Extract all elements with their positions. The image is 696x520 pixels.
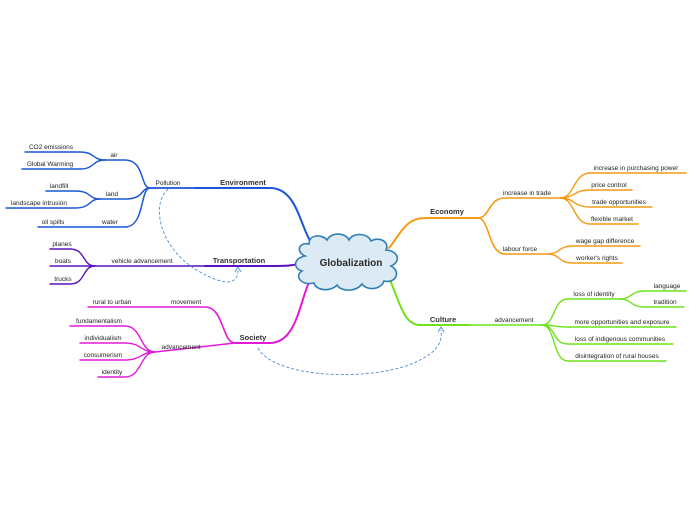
consumerism-label[interactable]: consumerism <box>84 352 123 359</box>
boats-label[interactable]: boats <box>55 258 72 265</box>
identity-connector <box>97 351 156 378</box>
transportation-label[interactable]: Transportation <box>213 256 266 265</box>
tradition-connector <box>619 298 685 308</box>
central-topic-node[interactable]: Globalization <box>294 233 399 291</box>
central-topic-label: Globalization <box>320 258 383 269</box>
flexible-market-connector <box>559 197 639 225</box>
landscape-connector <box>5 198 101 209</box>
trade-opportunities-label[interactable]: trade opportunities <box>592 199 647 206</box>
relationship-arrowhead-1 <box>234 266 242 273</box>
increase-in-trade-label[interactable]: increase in trade <box>503 190 551 197</box>
vehicle-advancement-label[interactable]: vehicle advancement <box>111 258 172 265</box>
flexible-market-label[interactable]: flexible market <box>591 216 633 223</box>
rural-to-urban-label[interactable]: rural to urban <box>93 299 132 306</box>
oil-spills-label[interactable]: oil spills <box>42 219 66 226</box>
planes-label[interactable]: planes <box>52 241 72 248</box>
purchasing-power-label[interactable]: increase in purchasing power <box>594 165 679 172</box>
pollution-label[interactable]: Pollution <box>156 180 181 187</box>
exposure-label[interactable]: more opportunities and exposure <box>574 319 669 326</box>
cloud-shape <box>294 233 399 291</box>
identity-label[interactable]: identity <box>102 369 123 376</box>
trucks-connector <box>49 265 96 285</box>
land-label[interactable]: land <box>106 191 119 198</box>
society-culture-relationship[interactable] <box>257 329 442 376</box>
society-label[interactable]: Society <box>240 333 268 342</box>
rural-houses-connector <box>541 324 667 362</box>
language-label[interactable]: language <box>654 283 681 290</box>
fundamentalism-label[interactable]: fundamentalism <box>76 318 122 325</box>
trade-connector <box>477 197 561 219</box>
co2-connector <box>24 151 106 161</box>
society-branch <box>69 273 315 378</box>
workers-rights-connector <box>547 253 623 264</box>
economy-branch <box>388 172 687 264</box>
relationship-arrowhead-2 <box>437 326 445 333</box>
culture-label[interactable]: Culture <box>430 315 456 324</box>
wage-gap-label[interactable]: wage gap difference <box>575 238 635 245</box>
movement-connector <box>164 306 236 344</box>
environment-branch <box>5 151 317 249</box>
global-warming-connector <box>21 159 106 170</box>
rural-houses-label[interactable]: disintegration of rural houses <box>575 353 659 360</box>
loss-of-identity-label[interactable]: loss of identity <box>573 291 615 298</box>
culture-branch <box>387 275 687 362</box>
global-warming-label[interactable]: Global Warming <box>27 161 74 168</box>
relationships <box>159 188 445 376</box>
economy-connector <box>388 217 479 249</box>
culture-connector <box>387 275 471 326</box>
environment-connector <box>194 187 317 249</box>
price-control-label[interactable]: price control <box>591 182 627 189</box>
wage-gap-connector <box>547 245 641 255</box>
landfill-connector <box>45 190 101 200</box>
tradition-label[interactable]: tradition <box>653 299 677 306</box>
loss-identity-connector <box>541 298 621 326</box>
workers-rights-label[interactable]: worker's rights <box>575 255 618 262</box>
air-label[interactable]: air <box>110 152 118 159</box>
advancement-connector <box>154 342 236 353</box>
trucks-label[interactable]: trucks <box>54 276 72 283</box>
landscape-intrusion-label[interactable]: landscape intrusion <box>11 200 67 207</box>
society-advancement-label[interactable]: advancement <box>161 344 200 351</box>
water-connector <box>97 187 151 228</box>
water-label[interactable]: water <box>101 219 119 226</box>
culture-advancement-label[interactable]: advancement <box>494 317 533 324</box>
labour-force-label[interactable]: labour force <box>503 246 538 253</box>
pollution-transportation-relationship[interactable] <box>159 188 239 283</box>
environment-label[interactable]: Environment <box>220 178 266 187</box>
air-connector <box>104 159 151 189</box>
individualism-label[interactable]: individualism <box>84 335 121 342</box>
labour-connector <box>477 217 549 255</box>
indigenous-label[interactable]: loss of indigenous communities <box>575 336 666 343</box>
language-connector <box>619 290 687 300</box>
economy-label[interactable]: Economy <box>430 207 465 216</box>
co2-label[interactable]: CO2 emissions <box>29 144 74 151</box>
landfill-label[interactable]: landfill <box>50 183 69 190</box>
movement-label[interactable]: movement <box>171 299 202 306</box>
